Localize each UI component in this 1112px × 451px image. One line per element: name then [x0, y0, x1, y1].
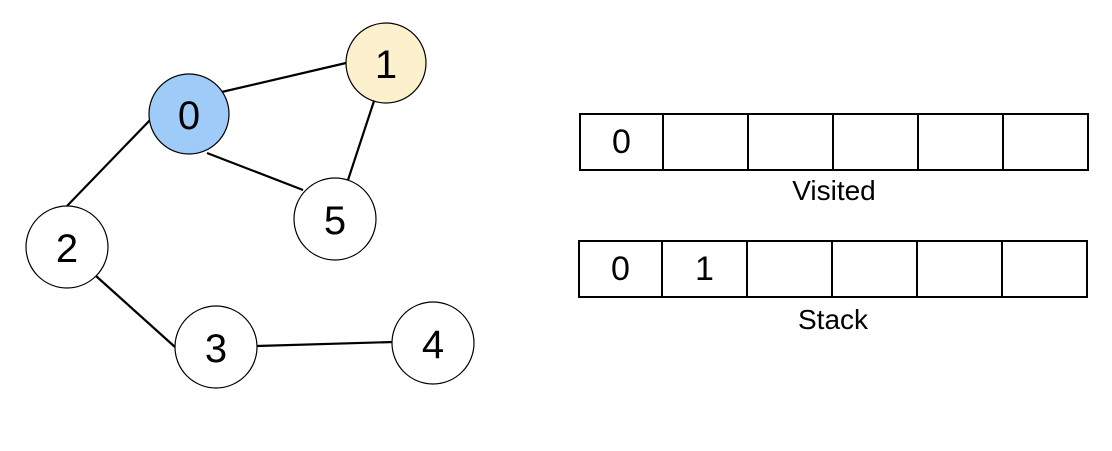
graph-node-0: [148, 73, 230, 155]
visited-cell-4: [919, 113, 1004, 171]
visited-cells: 0: [579, 113, 1089, 171]
visited-cell-2: [749, 113, 834, 171]
graph-node-label-1: 1: [375, 43, 397, 87]
graph-edge-0-5: [206, 151, 304, 192]
graph-node-label-5: 5: [324, 199, 346, 243]
visited-array: 0 Visited: [579, 113, 1089, 206]
graph-edge-2-3: [95, 275, 176, 348]
graph-edge-3-4: [256, 340, 394, 348]
stack-cell-1: 1: [663, 240, 748, 298]
graph-node-1: [345, 22, 427, 104]
graph-node-3: [174, 305, 258, 389]
graph-node-2: [25, 205, 109, 289]
graph-node-label-3: 3: [205, 327, 227, 371]
stack-label: Stack: [797, 304, 869, 335]
stack-cell-5: [1003, 240, 1088, 298]
stack-cell-4: [918, 240, 1003, 298]
graph-edge-1-5: [346, 100, 376, 181]
visited-cell-1: [664, 113, 749, 171]
visited-cell-3: [834, 113, 919, 171]
graph-node-label-2: 2: [56, 227, 78, 271]
graph-node-4: [391, 301, 475, 385]
stack-cell-0: 0: [578, 240, 663, 298]
visited-cell-0: 0: [579, 113, 664, 171]
graph-node-label-0: 0: [178, 94, 200, 138]
graph-canvas: 0 1 2 3 4 5: [25, 22, 475, 389]
graph-edge-0-1: [212, 61, 347, 96]
stack-cell-2: [748, 240, 833, 298]
graph-node-label-4: 4: [422, 323, 444, 367]
visited-label: Visited: [792, 175, 876, 206]
visited-cell-5: [1004, 113, 1089, 171]
stack-cell-3: [833, 240, 918, 298]
graph-edge-0-2: [66, 117, 153, 207]
graph-node-5: [293, 177, 377, 261]
